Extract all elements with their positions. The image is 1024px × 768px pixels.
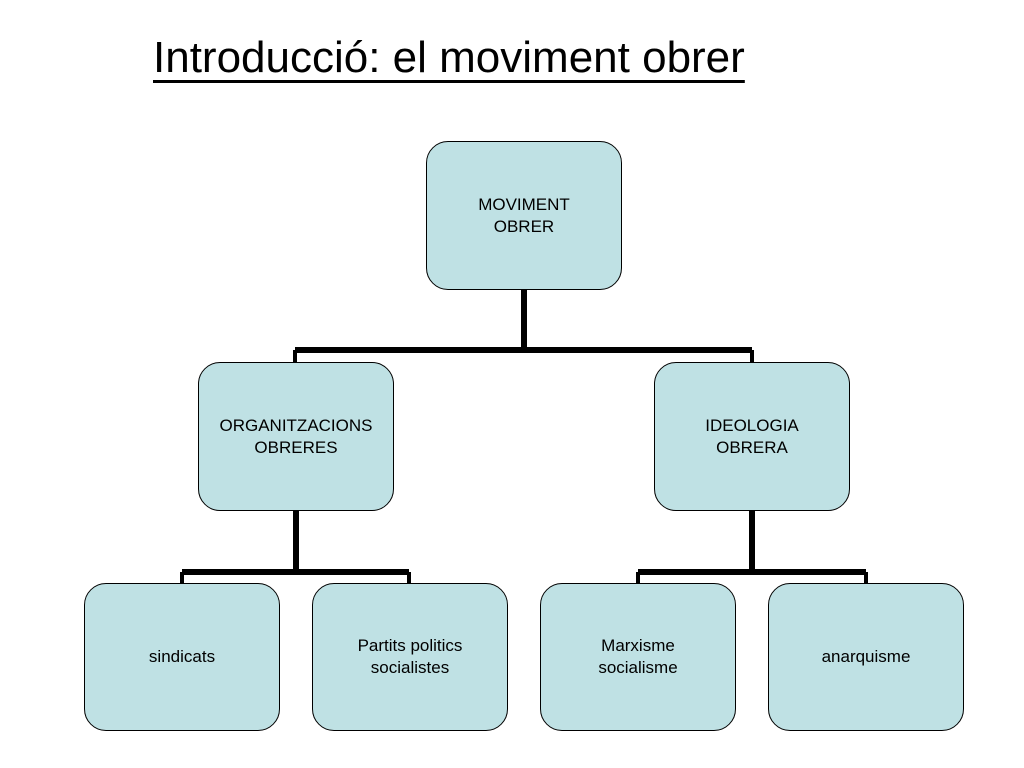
node-moviment-obrer: MOVIMENT OBRER xyxy=(426,141,622,290)
node-organitzacions-obreres-label: ORGANITZACIONS OBRERES xyxy=(219,415,373,457)
node-marxisme-socialisme-label: Marxisme socialisme xyxy=(598,636,678,677)
node-partits-politics-socialistes: Partits politics socialistes xyxy=(312,583,508,731)
node-sindicats-label: sindicats xyxy=(148,647,216,666)
node-partits-politics-socialistes-label: Partits politics socialistes xyxy=(357,636,463,677)
node-anarquisme-label: anarquisme xyxy=(821,647,911,666)
node-marxisme-socialisme: Marxisme socialisme xyxy=(540,583,736,731)
node-moviment-obrer-label: MOVIMENT OBRER xyxy=(478,194,570,236)
node-organitzacions-obreres: ORGANITZACIONS OBRERES xyxy=(198,362,394,511)
node-sindicats: sindicats xyxy=(84,583,280,731)
node-anarquisme: anarquisme xyxy=(768,583,964,731)
page-title: Introducció: el moviment obrer xyxy=(153,33,745,82)
node-ideologia-obrera: IDEOLOGIA OBRERA xyxy=(654,362,850,511)
node-ideologia-obrera-label: IDEOLOGIA OBRERA xyxy=(705,415,799,457)
